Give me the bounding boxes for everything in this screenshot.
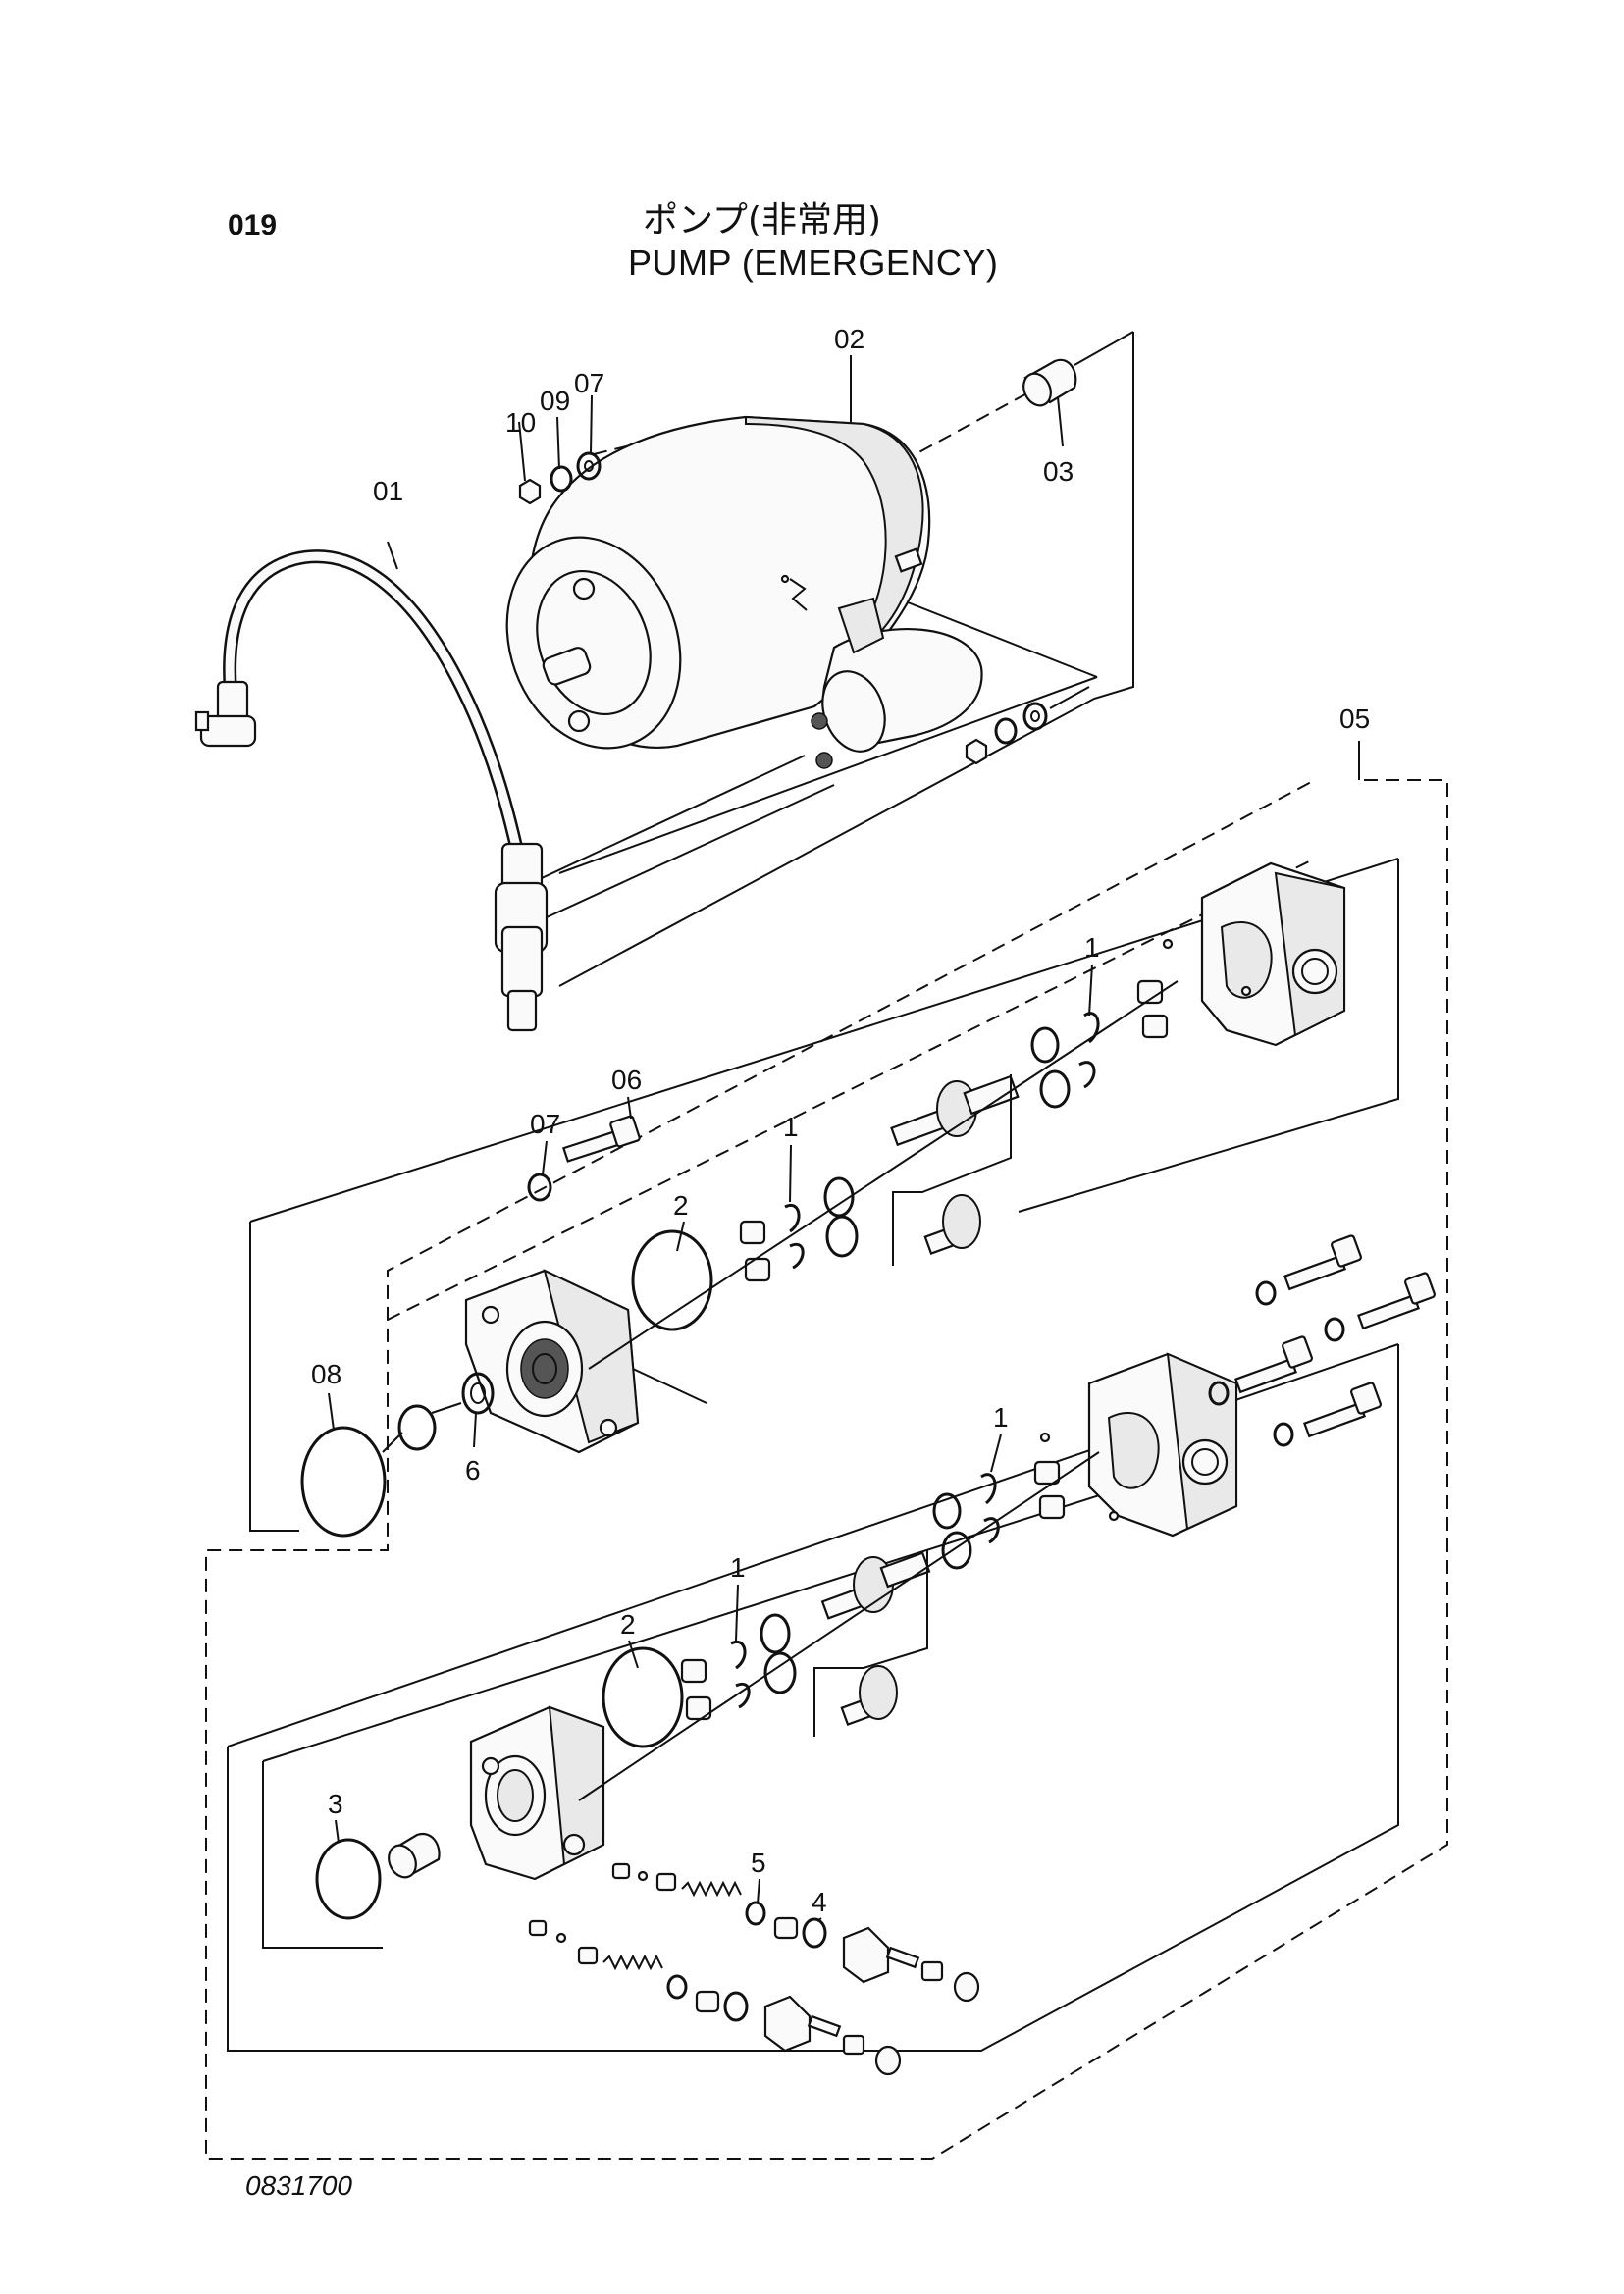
- title-english: PUMP (EMERGENCY): [628, 242, 999, 283]
- callout-1-a: 1: [1084, 932, 1100, 963]
- leader-line: [813, 1550, 928, 1737]
- callout-1-d: 1: [730, 1552, 746, 1583]
- upper-pump-parts: [300, 861, 1346, 1538]
- callout-01: 01: [373, 476, 403, 506]
- callout-leaders: [328, 355, 1360, 1922]
- lower-outline-inner: [262, 1761, 383, 1949]
- driven-gear-lower: [840, 1665, 898, 1726]
- callout-07-top: 07: [574, 368, 604, 398]
- callout-labels: 01 02 03 05 06 07 07 08 09 10 1 1 1 1 2 …: [311, 324, 1370, 1917]
- starter-motor: [505, 415, 983, 769]
- leader-line: [431, 1402, 462, 1414]
- callout-1-b: 1: [783, 1112, 799, 1142]
- leader-line: [897, 598, 1098, 678]
- page-number: 019: [228, 209, 278, 241]
- upper-pump-outline-2: [249, 1222, 299, 1532]
- callout-2-b: 2: [620, 1609, 636, 1640]
- relief-valve-upper: [611, 1862, 980, 2003]
- leader-line: [382, 1432, 403, 1453]
- lower-pump-parts: [315, 1234, 1436, 2076]
- lower-outline-inner-diag: [262, 1476, 1159, 1762]
- callout-1-c: 1: [993, 1402, 1009, 1433]
- pump-group-boundary: [205, 779, 1448, 2160]
- drive-gear-lower: [820, 1551, 931, 1620]
- callout-6: 6: [465, 1455, 481, 1486]
- callout-3: 3: [328, 1789, 343, 1819]
- cable-01: [194, 549, 835, 1032]
- callout-05: 05: [1339, 704, 1370, 734]
- leader-line: [541, 755, 806, 879]
- motor-assembly-group: [194, 331, 1134, 1032]
- leader-line: [1049, 686, 1090, 709]
- callout-5: 5: [751, 1848, 766, 1878]
- leader-line: [892, 1074, 1012, 1266]
- upper-pump-outline: [1018, 859, 1399, 1213]
- callout-08: 08: [311, 1359, 341, 1389]
- shaft-centerline: [578, 1451, 1100, 1801]
- motor-group-outline: [558, 332, 1134, 987]
- drive-gear-upper: [890, 1074, 1020, 1147]
- leader-line: [546, 784, 835, 918]
- callout-06: 06: [611, 1065, 642, 1095]
- callout-07-mid: 07: [530, 1109, 560, 1139]
- shaft-centerline: [588, 980, 1179, 1370]
- title-japanese: ポンプ(非常用): [643, 200, 882, 240]
- callout-10: 10: [505, 407, 536, 438]
- leader-line: [558, 676, 1098, 874]
- callout-02: 02: [834, 324, 864, 354]
- callout-03: 03: [1043, 456, 1074, 487]
- housing-bolts: [1208, 1234, 1436, 1447]
- relief-valve-lower: [528, 1919, 902, 2076]
- callout-09: 09: [540, 386, 570, 416]
- drawing-code: 0831700: [245, 2170, 353, 2201]
- driven-gear-upper: [923, 1194, 981, 1255]
- bolt-06: [562, 1115, 641, 1163]
- callout-4: 4: [812, 1887, 827, 1917]
- cap-03: [1022, 358, 1077, 407]
- leader-line: [1074, 331, 1134, 366]
- hardware-top: [518, 451, 1090, 765]
- lower-pump-outline: [227, 1344, 1399, 2052]
- callout-2-a: 2: [673, 1190, 689, 1221]
